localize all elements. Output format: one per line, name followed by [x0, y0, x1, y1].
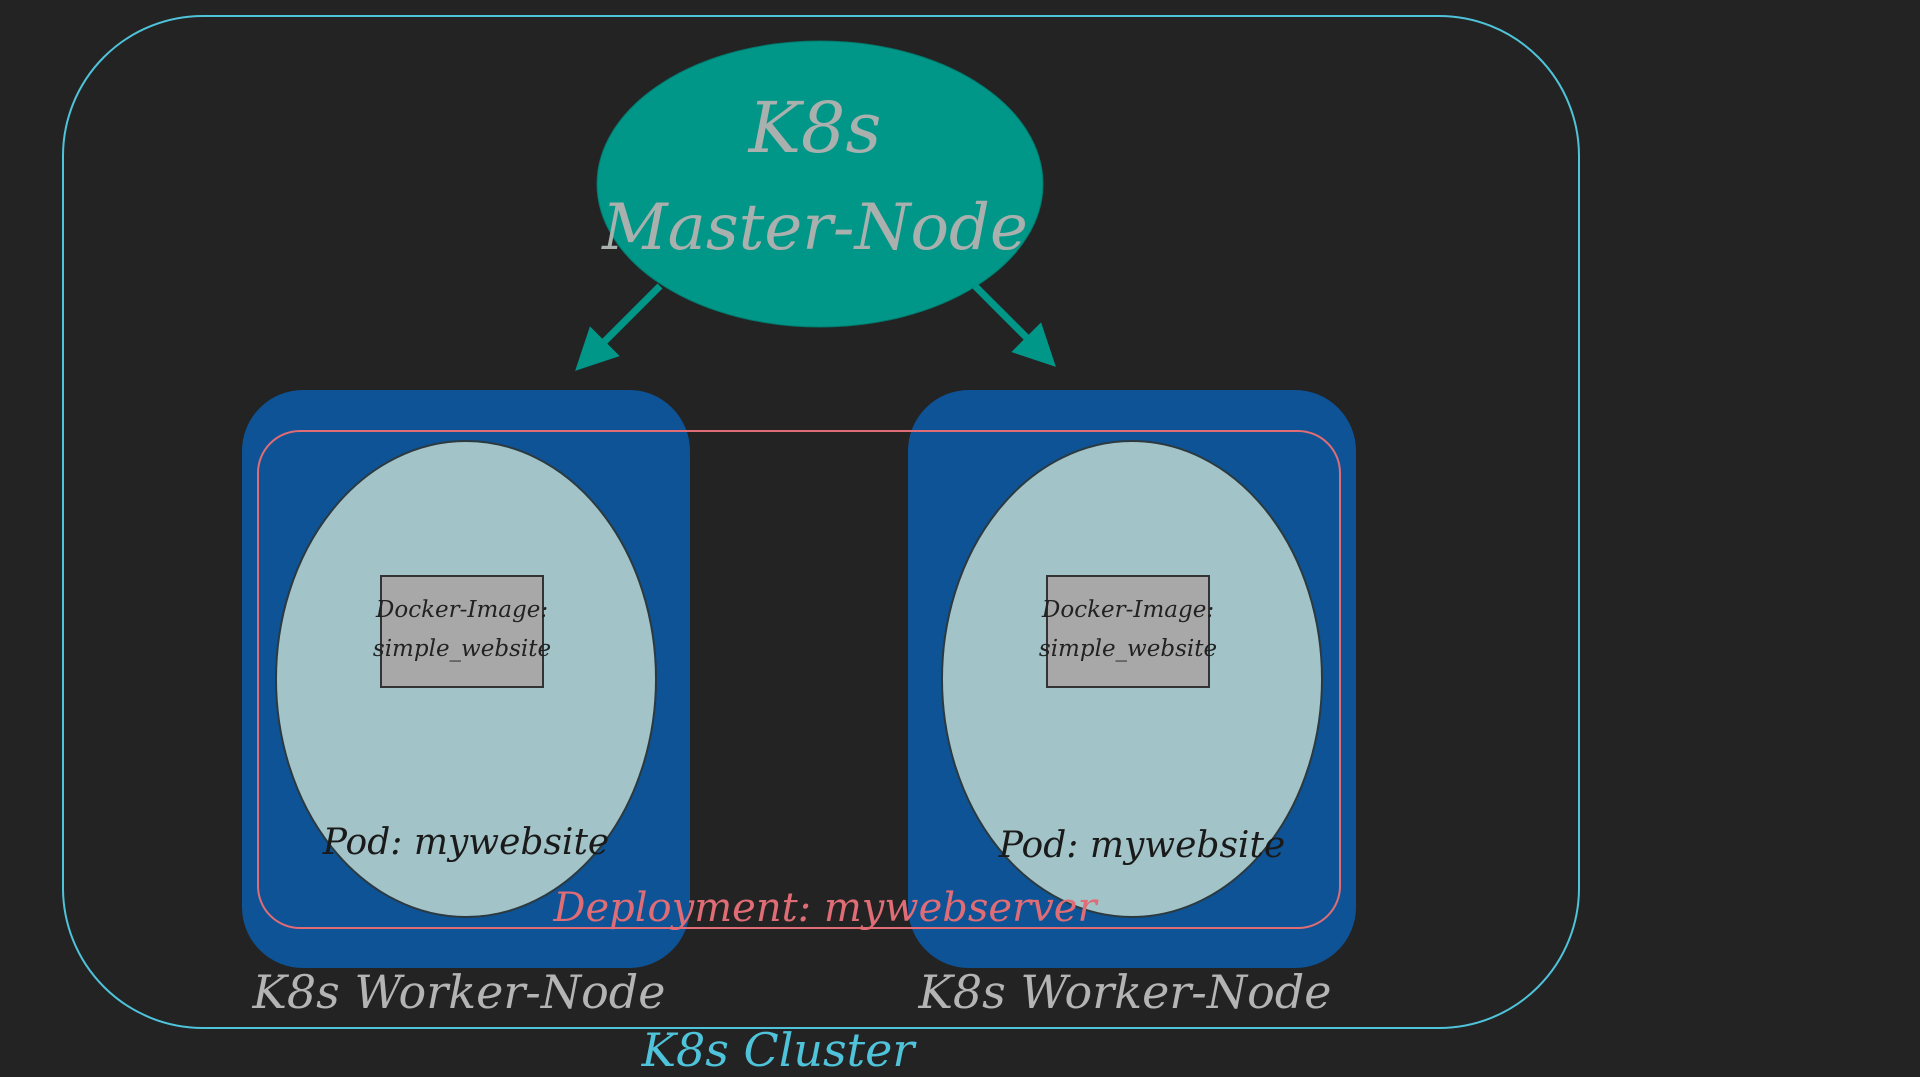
deployment-label: Deployment: mywebserver — [552, 885, 1099, 931]
pod-label-left: Pod: mywebsite — [322, 822, 609, 863]
worker-node-label-right: K8s Worker-Node — [918, 965, 1332, 1019]
docker-image-box-left — [380, 575, 544, 688]
master-node — [596, 40, 1044, 328]
worker-node-label-left: K8s Worker-Node — [252, 965, 666, 1019]
cluster-label: K8s Cluster — [641, 1023, 918, 1077]
cluster-boundary — [62, 15, 1580, 1029]
arrow-to-left-worker — [575, 283, 663, 371]
arrow-to-right-worker — [972, 283, 1056, 367]
docker-image-label-right-line1: Docker-Image: — [1041, 597, 1214, 623]
pod-label-right: Pod: mywebsite — [998, 825, 1285, 866]
deployment-boundary — [257, 430, 1341, 929]
docker-image-box-right — [1046, 575, 1210, 688]
docker-image-label-left-line2: simple_website — [373, 636, 551, 662]
master-label-line2: Master-Node — [601, 191, 1028, 265]
docker-image-label-right-line2: simple_website — [1039, 636, 1217, 662]
docker-image-label-left-line1: Docker-Image: — [375, 597, 548, 623]
master-label-line1: K8s — [747, 87, 882, 169]
